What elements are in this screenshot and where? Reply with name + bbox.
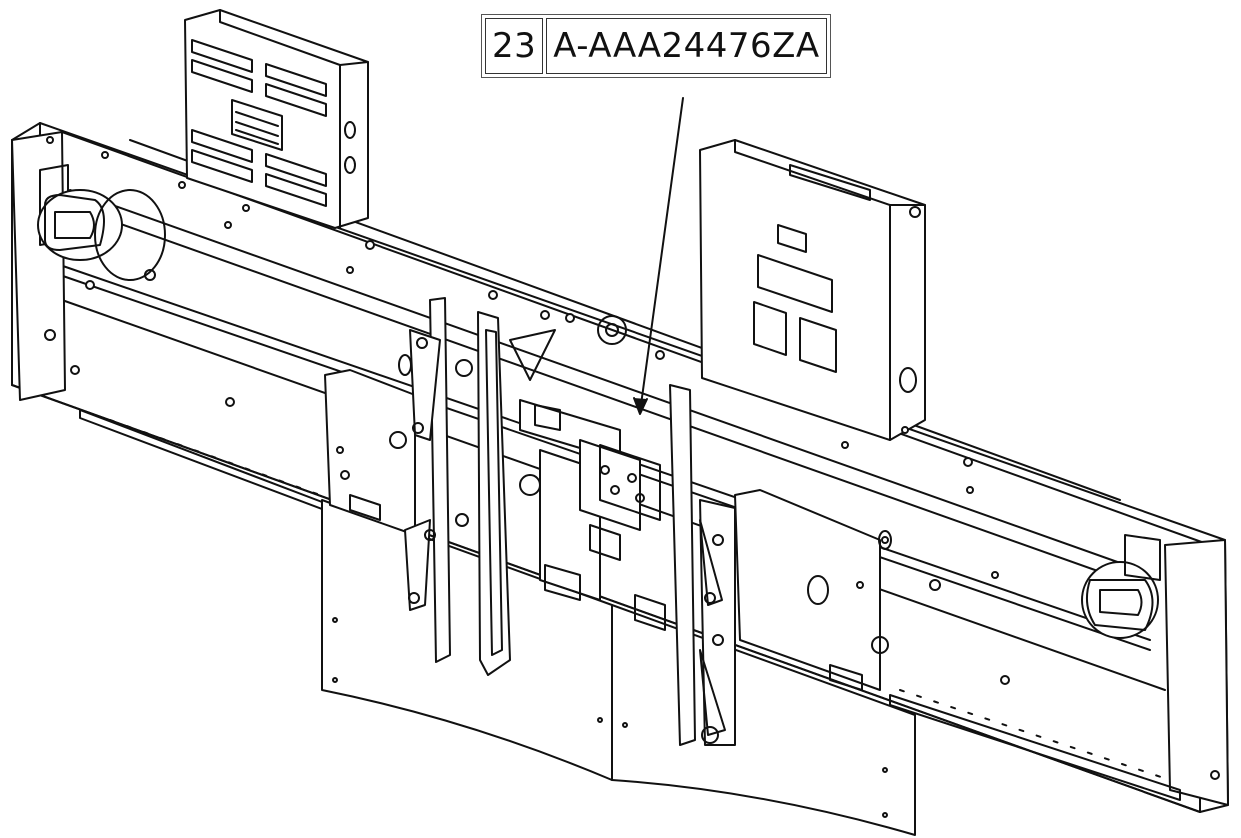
part-number: A-AAA24476ZA — [546, 18, 827, 74]
right-hanger-plate — [734, 489, 892, 691]
lever-arm-2 — [455, 311, 511, 676]
item-number: 23 — [485, 18, 544, 74]
left-control-box — [184, 9, 369, 229]
central-mechanism — [509, 315, 666, 631]
right-control-box — [699, 139, 926, 441]
leader-line — [633, 97, 684, 415]
lever-arm-3 — [669, 384, 736, 746]
right-pulley — [1081, 534, 1229, 806]
fasteners — [85, 151, 1010, 685]
part-callout: 23 A-AAA24476ZA — [481, 14, 831, 78]
lever-arm-1 — [404, 297, 451, 663]
left-pulley — [37, 189, 166, 281]
